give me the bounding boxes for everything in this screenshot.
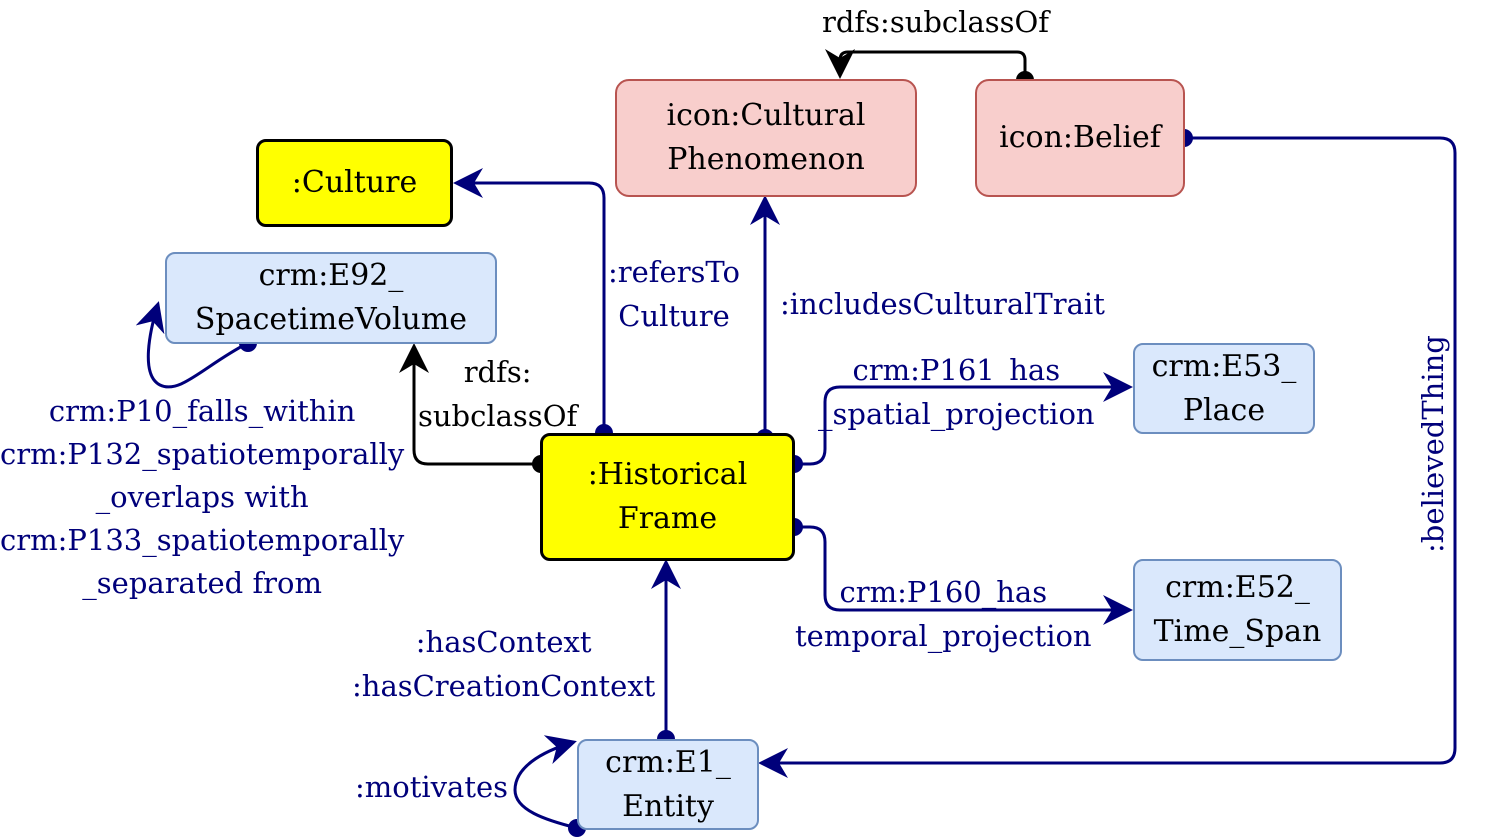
spacetime-rel-line5: _separated from	[82, 566, 322, 600]
historical-frame-node[interactable]: :Historical Frame	[540, 433, 795, 561]
spacetime-rel-line1: crm:P10_falls_within	[48, 394, 356, 428]
time-span-label-line1: crm:E52_	[1165, 570, 1310, 605]
edge-motivates-loop	[513, 735, 578, 830]
has-context-label: :hasContext :hasCreationContext	[352, 620, 655, 708]
includes-cultural-trait-label: :includesCulturalTrait	[780, 287, 1105, 321]
historical-frame-label-line2: Frame	[617, 501, 718, 536]
edge-temporal-projection	[794, 525, 1133, 625]
temporal-projection-label: crm:P160_has temporal_projection	[795, 570, 1092, 658]
spacetime-rel-line3: _overlaps with	[95, 480, 309, 514]
belief-node[interactable]: icon:Belief	[975, 79, 1185, 197]
spatial-projection-line1: crm:P161_has	[852, 353, 1061, 387]
subclassof-left-line2: subclassOf	[418, 399, 578, 433]
has-context-line1: :hasContext	[415, 625, 592, 659]
spatial-projection-label: crm:P161_has _spatial_projection	[818, 348, 1095, 436]
spacetime-volume-label-line1: crm:E92_	[258, 258, 404, 293]
subclassof-top-label: rdfs:subclassOf	[822, 5, 1050, 39]
motivates-label: :motivates	[355, 770, 509, 804]
historical-frame-label-line1: :Historical	[587, 457, 748, 492]
temporal-projection-line1: crm:P160_has	[839, 575, 1048, 609]
spatial-projection-line2: _spatial_projection	[818, 397, 1095, 431]
refers-to-line1: :refersTo	[608, 255, 740, 289]
cultural-phenomenon-node[interactable]: icon:Cultural Phenomenon	[615, 79, 917, 197]
belief-label: icon:Belief	[999, 120, 1161, 155]
refers-to-culture-label: :refersTo Culture	[608, 250, 740, 338]
spacetime-volume-node[interactable]: crm:E92_ SpacetimeVolume	[165, 252, 497, 344]
entity-node[interactable]: crm:E1_ Entity	[577, 739, 759, 830]
time-span-label-line2: Time_Span	[1153, 614, 1322, 649]
subclassof-left-line1: rdfs:	[463, 355, 532, 389]
entity-label-line2: Entity	[622, 788, 714, 824]
spacetime-volume-label-line2: SpacetimeVolume	[194, 302, 468, 337]
edge-believed-thing	[758, 136, 1457, 778]
believed-thing-label: :believedThing	[1416, 335, 1450, 553]
place-node[interactable]: crm:E53_ Place	[1133, 343, 1315, 434]
time-span-node[interactable]: crm:E52_ Time_Span	[1133, 559, 1342, 661]
place-label-line1: crm:E53_	[1151, 348, 1297, 384]
spacetime-relations-label: crm:P10_falls_within crm:P132_spatiotemp…	[0, 390, 404, 605]
refers-to-line2: Culture	[618, 299, 730, 333]
edge-spacetime-self-loop	[135, 301, 249, 389]
edge-belief-subclassof	[825, 49, 1027, 80]
cultural-phenomenon-label-line1: icon:Cultural	[666, 98, 866, 133]
entity-label-line1: crm:E1_	[605, 744, 731, 780]
spacetime-rel-line2: crm:P132_spatiotemporally	[0, 437, 405, 471]
culture-node[interactable]: :Culture	[256, 139, 453, 227]
cultural-phenomenon-label-line2: Phenomenon	[667, 142, 865, 177]
spacetime-rel-line4: crm:P133_spatiotemporally	[0, 523, 405, 557]
edge-spatial-projection	[794, 372, 1133, 466]
temporal-projection-line2: temporal_projection	[795, 619, 1092, 653]
edge-refers-to-culture	[453, 168, 606, 433]
culture-label: :Culture	[291, 165, 418, 200]
has-context-line2: :hasCreationContext	[352, 669, 656, 703]
edge-frame-subclassof	[399, 343, 541, 466]
place-label-line2: Place	[1182, 392, 1266, 428]
subclassof-left-label: rdfs: subclassOf	[418, 350, 577, 438]
